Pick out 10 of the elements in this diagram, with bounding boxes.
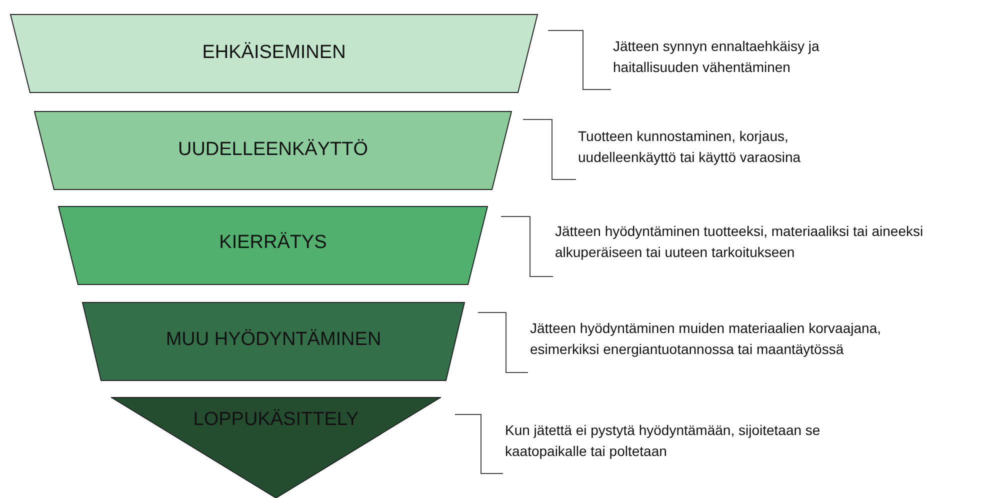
description-text: Kun jätettä ei pystytä hyödyntämään, sijoitetaan se kaatopaikalle tai poltetaan bbox=[505, 421, 822, 461]
band-title: KIERRÄTYS bbox=[219, 232, 327, 254]
description-text: Jätteen hyödyntäminen muiden materiaalien korvaajana, esimerkiksi energiantuotannossa tai maantäytössä bbox=[530, 319, 882, 359]
band-title: LOPPUKÄSITTELY bbox=[193, 409, 359, 431]
description-text: Tuotteen kunnostaminen, korjaus, uudelleenkäyttö tai käyttö varaosina bbox=[578, 127, 802, 167]
band-title: UUDELLEENKÄYTTÖ bbox=[178, 139, 368, 161]
band-title: EHKÄISEMINEN bbox=[202, 42, 346, 64]
description-text: Jätteen hyödyntäminen tuotteeksi, materiaaliksi tai aineeksi alkuperäiseen tai uuteen tarkoitukseen bbox=[555, 222, 924, 262]
description-text: Jätteen synnyn ennaltaehkäisy ja haitallisuuden vähentäminen bbox=[613, 37, 820, 77]
band-title: MUU HYÖDYNTÄMINEN bbox=[166, 329, 382, 351]
